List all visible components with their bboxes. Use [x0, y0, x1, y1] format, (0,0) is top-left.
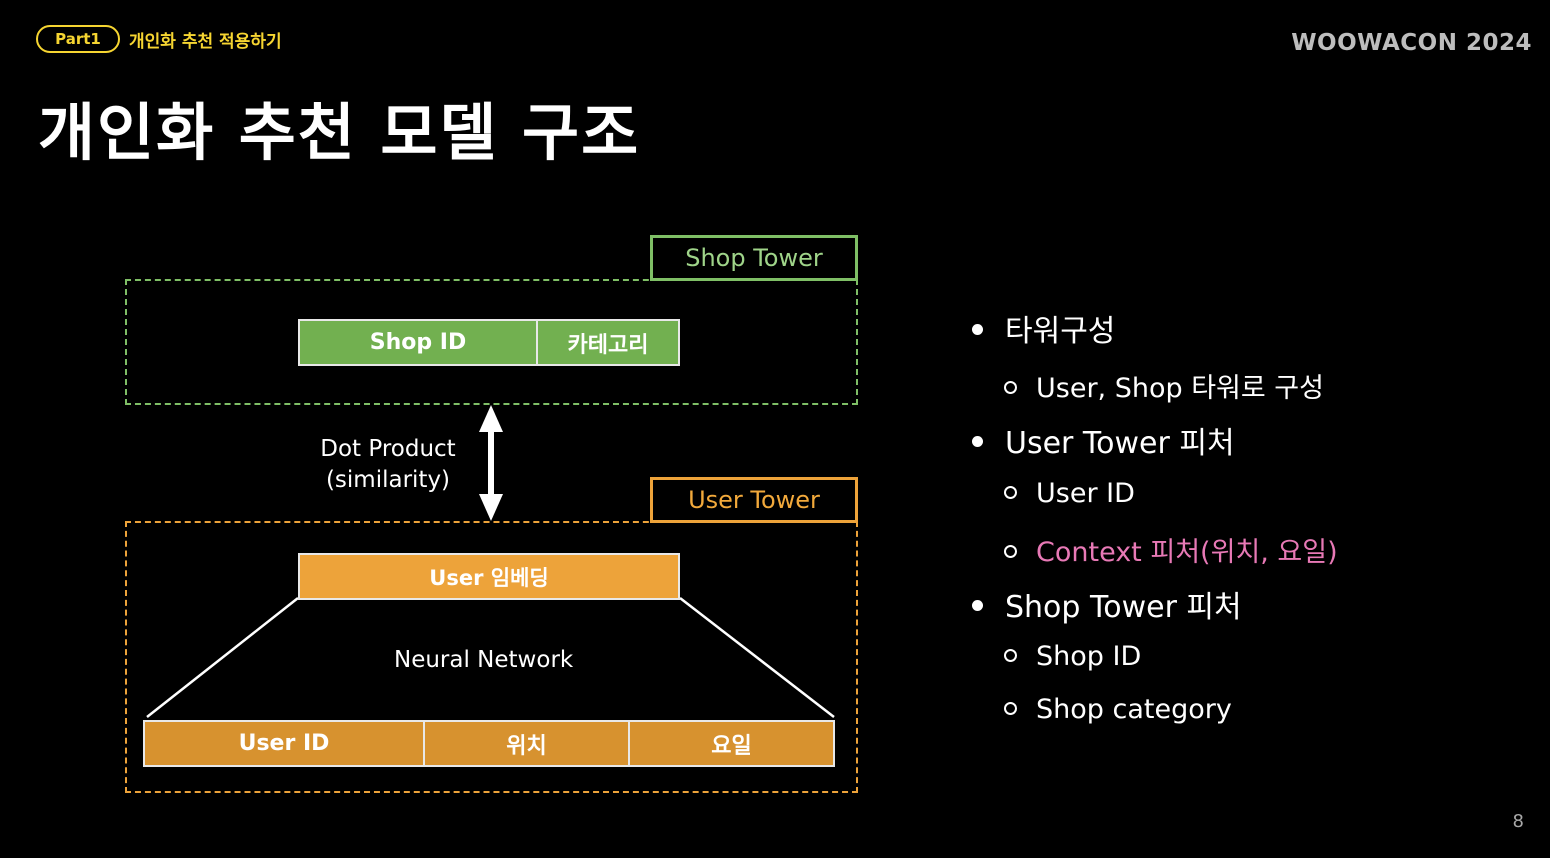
bullet-circle-icon: [1004, 649, 1017, 662]
bullet-circle-icon: [1004, 702, 1017, 715]
bullet-circle-icon: [1004, 545, 1017, 558]
list-item: User, Shop 타워로 구성: [1004, 366, 1324, 405]
user-embedding-block: User 임베딩: [298, 553, 680, 600]
list-item: Shop Tower 피처: [972, 582, 1242, 626]
section-title: 개인화 추천 적용하기: [129, 32, 282, 52]
similarity-text: (similarity): [325, 467, 451, 493]
bullet-circle-icon: [1004, 486, 1017, 499]
shop-category-feature: 카테고리: [536, 319, 680, 366]
dot-product-text: Dot Product: [320, 436, 456, 462]
dot-product-arrow: [479, 405, 503, 521]
shop-tower-label: Shop Tower: [650, 235, 858, 281]
list-item: User Tower 피처: [972, 418, 1235, 462]
weekday-input: 요일: [628, 720, 835, 767]
neural-network-shape: [146, 597, 835, 718]
neural-network-label: Neural Network: [394, 647, 574, 673]
user-tower-area: [125, 521, 858, 793]
part-badge-label: Part1: [55, 30, 101, 48]
list-item: Shop ID: [1004, 641, 1141, 672]
page-number: 8: [1512, 811, 1524, 832]
page-title: 개인화 추천 모델 구조: [38, 96, 641, 169]
bullet-dot-icon: [972, 324, 983, 335]
list-item-highlighted: Context 피처(위치, 요일): [1004, 530, 1338, 569]
part-badge: Part1: [36, 25, 120, 53]
bullet-circle-icon: [1004, 381, 1017, 394]
user-tower-label: User Tower: [650, 477, 858, 523]
list-item: Shop category: [1004, 694, 1232, 725]
bullet-dot-icon: [972, 436, 983, 447]
user-id-input: User ID: [143, 720, 425, 767]
bullet-dot-icon: [972, 600, 983, 611]
dot-product-label: Dot Product (similarity): [290, 434, 486, 496]
shop-tower-area: [125, 279, 858, 405]
list-item: User ID: [1004, 478, 1135, 509]
conference-logo: WOOWACON 2024: [1291, 30, 1532, 56]
list-item: 타워구성: [972, 306, 1115, 350]
location-input: 위치: [423, 720, 630, 767]
